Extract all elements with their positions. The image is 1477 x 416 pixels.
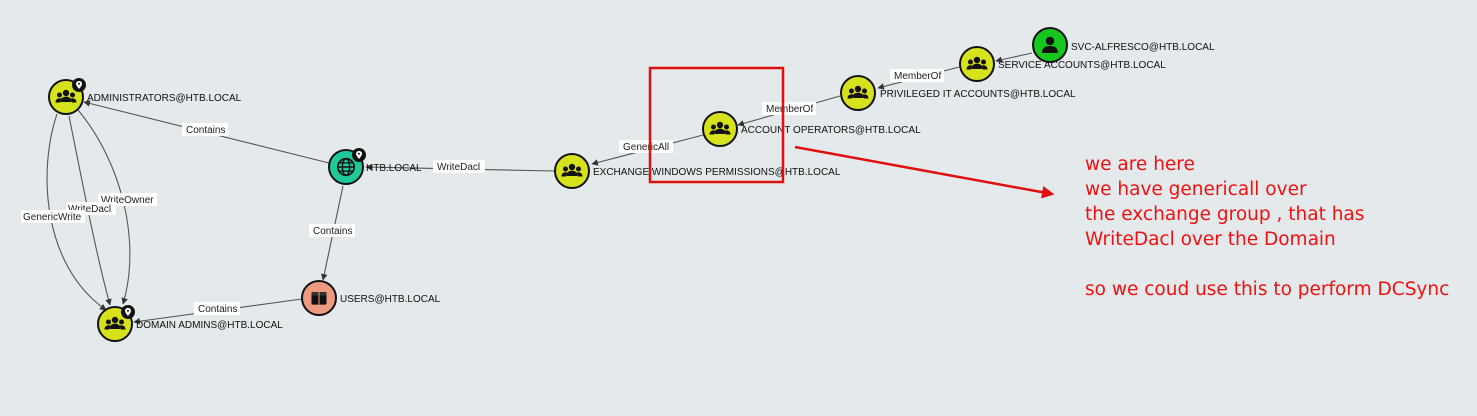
edge-label-writedacl-domain: WriteDacl bbox=[433, 160, 485, 173]
node-svc-alfresco[interactable]: SVC-ALFRESCO@HTB.LOCAL bbox=[1032, 27, 1215, 63]
pin-icon bbox=[352, 148, 366, 162]
edge-svc-alfresco-to-service-accounts bbox=[995, 52, 1033, 63]
annotation-overlay bbox=[648, 66, 1055, 199]
edge-label-memberof-2: MemberOf bbox=[762, 102, 816, 115]
edge-label-text: Contains bbox=[186, 125, 225, 136]
annotation-arrow bbox=[794, 145, 1055, 199]
node-label: ADMINISTRATORS@HTB.LOCAL bbox=[87, 93, 242, 104]
edge-label-text: Contains bbox=[198, 304, 237, 315]
node-htb-local[interactable]: HTB.LOCAL bbox=[328, 148, 422, 185]
nodes: SVC-ALFRESCO@HTB.LOCAL SERVICE ACCOUNTS@… bbox=[48, 27, 1215, 342]
node-label: DOMAIN ADMINS@HTB.LOCAL bbox=[136, 320, 283, 331]
edge-label-memberof-1: MemberOf bbox=[890, 69, 944, 82]
node-account-operators[interactable]: ACCOUNT OPERATORS@HTB.LOCAL bbox=[702, 111, 921, 147]
node-privileged-it-accounts[interactable]: PRIVILEGED IT ACCOUNTS@HTB.LOCAL bbox=[840, 75, 1076, 111]
node-label: ACCOUNT OPERATORS@HTB.LOCAL bbox=[741, 125, 921, 136]
edge-labels: MemberOf MemberOf GenericAll WriteDacl C… bbox=[21, 69, 944, 315]
node-label: USERS@HTB.LOCAL bbox=[340, 294, 441, 305]
edge-label-genericwrite: GenericWrite bbox=[21, 210, 85, 223]
pin-icon bbox=[121, 305, 135, 319]
node-label: SVC-ALFRESCO@HTB.LOCAL bbox=[1071, 42, 1215, 53]
edge-label-text: WriteDacl bbox=[68, 204, 111, 215]
node-service-accounts[interactable]: SERVICE ACCOUNTS@HTB.LOCAL bbox=[959, 46, 1166, 82]
edge-label-contains-admins: Contains bbox=[182, 123, 228, 136]
container-icon bbox=[311, 291, 327, 306]
node-label: SERVICE ACCOUNTS@HTB.LOCAL bbox=[998, 60, 1166, 71]
annotation-note: we are here we have genericall over the … bbox=[1085, 154, 1450, 300]
edge-label-contains-users: Contains bbox=[309, 224, 355, 237]
highlight-box bbox=[648, 66, 785, 184]
edge-label-genericall: GenericAll bbox=[619, 140, 673, 153]
node-label: PRIVILEGED IT ACCOUNTS@HTB.LOCAL bbox=[880, 89, 1076, 100]
edge-label-text: WriteOwner bbox=[101, 195, 154, 206]
edge-label-text: WriteDacl bbox=[437, 162, 480, 173]
node-label: EXCHANGE WINDOWS PERMISSIONS@HTB.LOCAL bbox=[593, 167, 841, 178]
edge-label-text: GenericAll bbox=[623, 142, 669, 153]
edge-label-text: MemberOf bbox=[894, 71, 941, 82]
node-administrators[interactable]: ADMINISTRATORS@HTB.LOCAL bbox=[48, 78, 242, 115]
node-label: HTB.LOCAL bbox=[366, 163, 422, 174]
pin-icon bbox=[72, 78, 86, 92]
node-domain-admins[interactable]: DOMAIN ADMINS@HTB.LOCAL bbox=[97, 305, 283, 342]
edge-label-text: GenericWrite bbox=[23, 212, 82, 223]
edge-label-text: Contains bbox=[313, 226, 352, 237]
node-exchange-windows-permissions[interactable]: EXCHANGE WINDOWS PERMISSIONS@HTB.LOCAL bbox=[554, 153, 841, 189]
node-users[interactable]: USERS@HTB.LOCAL bbox=[301, 280, 441, 316]
edge-label-text: MemberOf bbox=[766, 104, 813, 115]
edge-label-contains-domain-admins: Contains bbox=[194, 302, 240, 315]
